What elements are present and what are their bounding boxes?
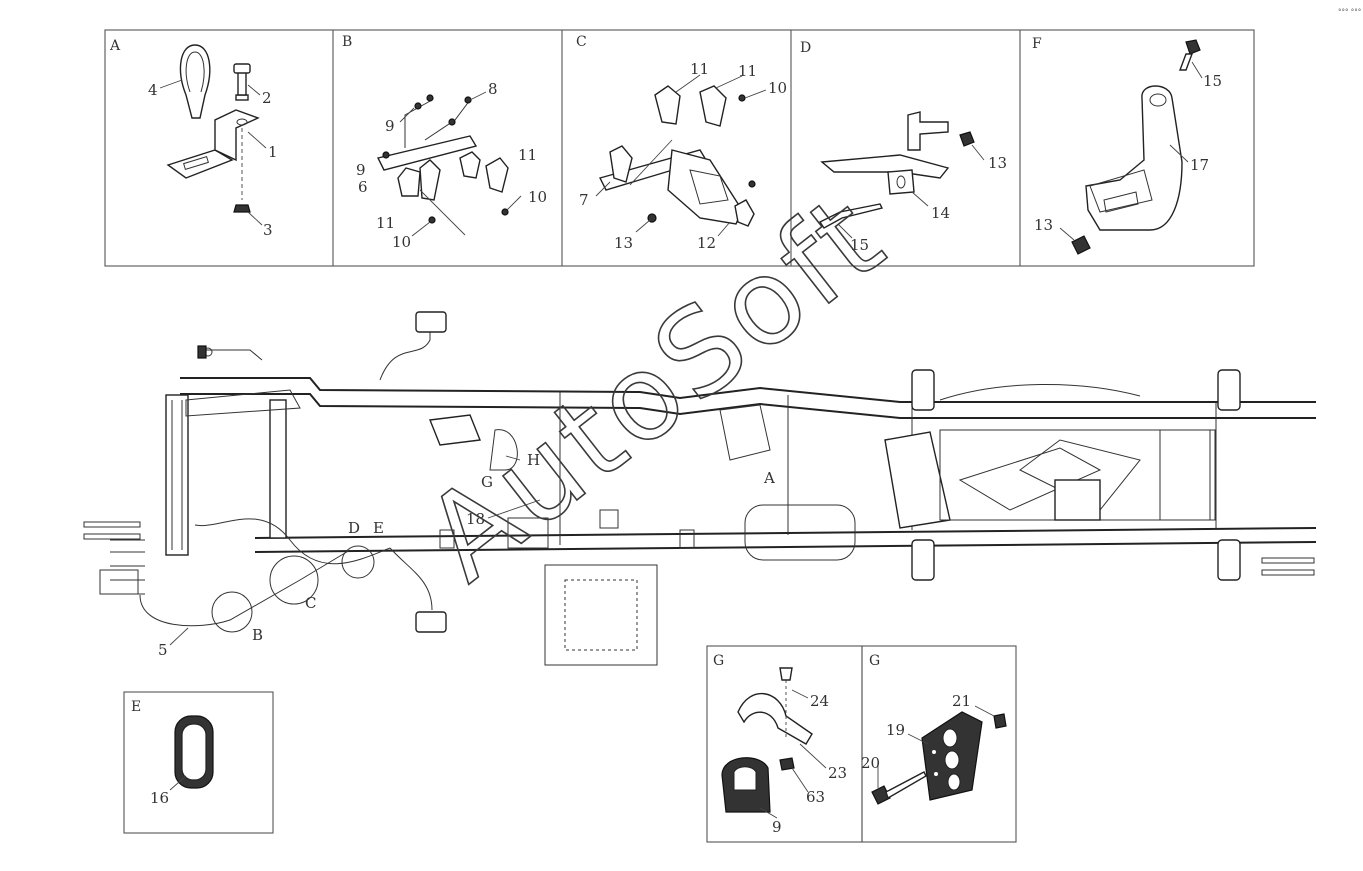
panel-b: B 8 9 9 6 11 11 10 10: [342, 34, 547, 251]
panel-a: A 4 2 1 3: [109, 38, 278, 239]
crossbar: [376, 135, 478, 171]
front-wheel-upper: [415, 311, 447, 333]
callout-label: 1: [268, 143, 278, 161]
panel-g-right-frame: [861, 645, 1017, 843]
panel-f-title: F: [1032, 36, 1042, 52]
callout-label: 13: [1034, 216, 1053, 234]
callout-label: 15: [850, 236, 869, 254]
bolt-head: [235, 94, 249, 101]
front-wheel-lower: [415, 611, 447, 633]
callout-label: 3: [263, 221, 273, 239]
panel-g-left: G 24 23 63 9: [706, 645, 863, 843]
rear-wheel: [1217, 539, 1241, 581]
callout-label: 11: [738, 62, 757, 80]
clamp: [737, 693, 813, 745]
callout-label: 9: [772, 818, 782, 836]
fuel-tank: [744, 504, 856, 561]
panel-e: E 16: [123, 691, 274, 834]
callout-label: 11: [690, 60, 709, 78]
chassis-frame: [83, 311, 1317, 666]
panel-d-title: D: [800, 40, 811, 56]
callout-label: 7: [579, 191, 589, 209]
callout-label: 14: [931, 204, 950, 222]
bolt-head: [1185, 39, 1201, 55]
callout-label: 2: [262, 89, 272, 107]
clamp-strap: [179, 44, 211, 119]
front-crossmember: [269, 399, 287, 539]
cab-mount: [544, 564, 658, 666]
callout-label: 10: [528, 188, 547, 206]
callout-d: D: [348, 519, 360, 537]
callout-label: 9: [385, 117, 395, 135]
callout-label: 12: [697, 234, 716, 252]
panel-c-title: C: [576, 34, 587, 50]
callout-label: 8: [488, 80, 498, 98]
panel-e-title: E: [131, 699, 141, 715]
callout-label: 10: [392, 233, 411, 251]
panel-a-title: A: [109, 38, 121, 54]
callout-label: 63: [806, 788, 825, 806]
panel-b-title: B: [342, 34, 352, 50]
callout-label: 15: [1203, 72, 1222, 90]
panel-e-frame: [123, 691, 274, 834]
panel-g-right: G 21 19 20: [861, 645, 1017, 843]
callout-a: A: [763, 469, 775, 487]
nut: [233, 204, 251, 213]
callout-label: 11: [376, 214, 395, 232]
detail-circle-c: [269, 555, 319, 605]
panel-f: F 15 17 13: [1032, 36, 1222, 255]
panel-g-left-title: G: [713, 653, 724, 669]
callout-18: 18: [466, 510, 485, 528]
callout-g: G: [481, 473, 493, 491]
callout-label: 10: [768, 79, 787, 97]
rear-wheel: [1217, 369, 1241, 411]
detail-circle-b: [211, 591, 253, 633]
bracket-body: [1085, 85, 1183, 231]
callout-label: 9: [356, 161, 366, 179]
corner-mark: °°° °°°: [1338, 8, 1361, 16]
panel-g-right-title: G: [869, 653, 880, 669]
detail-circle-d: [341, 545, 375, 579]
callout-c: C: [305, 594, 316, 612]
callout-label: 21: [952, 692, 971, 710]
rear-wheel: [911, 369, 935, 411]
callout-label: 13: [988, 154, 1007, 172]
callout-label: 20: [861, 754, 880, 772]
chassis-callouts: H G 18 A D E C B 5: [158, 451, 775, 659]
watermark: AutoSoft: [400, 167, 910, 607]
panel-d: D 13 14 15: [800, 40, 1007, 254]
callout-label: 19: [886, 721, 905, 739]
callout-label: 17: [1190, 156, 1209, 174]
callout-label: 6: [358, 178, 368, 196]
bracket-base: [166, 149, 234, 179]
callout-h: H: [527, 451, 540, 469]
mount-plate: [667, 149, 743, 225]
callout-label: 11: [518, 146, 537, 164]
rear-wheel: [911, 539, 935, 581]
callout-label: 4: [148, 81, 158, 99]
callout-label: 16: [150, 789, 169, 807]
top-strip-frame: [104, 29, 1255, 267]
callout-label: 23: [828, 764, 847, 782]
callout-b: B: [252, 626, 263, 644]
bracket-plate: [820, 154, 950, 179]
radiator: [165, 394, 189, 556]
top-panel-strip: [104, 29, 1255, 267]
callout-5: 5: [158, 641, 168, 659]
callout-label: 13: [614, 234, 633, 252]
bolt: [818, 203, 884, 229]
panel-c: C 11 11 10 7 13 12: [576, 34, 787, 252]
callout-label: 24: [810, 692, 829, 710]
callout-e: E: [373, 519, 384, 537]
